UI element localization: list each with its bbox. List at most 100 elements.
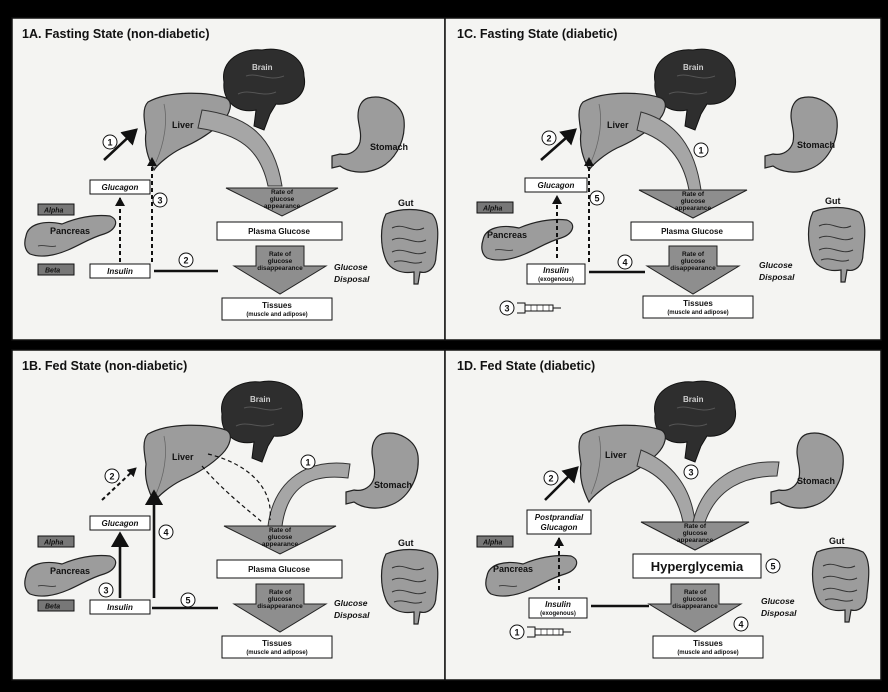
marker-3-text: 3 bbox=[688, 468, 693, 478]
disappearance-text-1: Rate of bbox=[684, 589, 707, 596]
marker-3-text: 3 bbox=[504, 304, 509, 314]
marker-4-text: 4 bbox=[738, 620, 743, 630]
appearance-text-3: appearance bbox=[675, 205, 712, 212]
insulin-sub-label: (exogenous) bbox=[540, 611, 576, 617]
alpha-label: Alpha bbox=[482, 540, 503, 547]
glucose-disposal-label-1: Glucose bbox=[759, 260, 793, 270]
panel-title: 1C. Fasting State (diabetic) bbox=[457, 27, 617, 41]
panel-1A: 1A. Fasting State (non-diabetic) Brain L… bbox=[12, 18, 445, 340]
marker-4-text: 4 bbox=[622, 258, 627, 268]
insulin-sub-label: (exogenous) bbox=[538, 277, 574, 283]
appearance-text-2: glucose bbox=[270, 196, 295, 203]
beta-label: Beta bbox=[45, 268, 60, 275]
liver-label: Liver bbox=[172, 452, 194, 462]
disappearance-text-2: glucose bbox=[268, 596, 293, 603]
marker-2-text: 2 bbox=[548, 474, 553, 484]
tissues-sub-label: (muscle and adipose) bbox=[667, 310, 728, 316]
glucose-disposal-label-1: Glucose bbox=[334, 262, 368, 272]
insulin-label: Insulin bbox=[545, 600, 571, 609]
marker-4-text: 4 bbox=[163, 528, 168, 538]
marker-2-text: 2 bbox=[546, 134, 551, 144]
liver-label: Liver bbox=[607, 120, 629, 130]
pancreas-label: Pancreas bbox=[50, 566, 90, 576]
glucagon-label: Glucagon bbox=[538, 181, 575, 190]
brain-label: Brain bbox=[252, 63, 273, 72]
disappearance-text-2: glucose bbox=[268, 258, 293, 265]
appearance-text-2: glucose bbox=[268, 534, 293, 541]
appearance-text-1: Rate of bbox=[684, 523, 707, 530]
marker-5-text: 5 bbox=[770, 562, 775, 572]
disappearance-text-1: Rate of bbox=[269, 589, 292, 596]
marker-3-text: 3 bbox=[157, 196, 162, 206]
marker-5-text: 5 bbox=[185, 596, 190, 606]
glucose-disposal-label-1: Glucose bbox=[334, 598, 368, 608]
appearance-text-2: glucose bbox=[683, 530, 708, 537]
marker-2-text: 2 bbox=[109, 472, 114, 482]
tissues-label: Tissues bbox=[693, 639, 723, 648]
marker-3-text: 3 bbox=[103, 586, 108, 596]
alpha-label: Alpha bbox=[482, 206, 503, 213]
disappearance-text-3: disappearance bbox=[257, 265, 303, 272]
marker-5-text: 5 bbox=[594, 194, 599, 204]
appearance-text-1: Rate of bbox=[682, 191, 705, 198]
plasma-glucose-label: Plasma Glucose bbox=[248, 227, 310, 236]
marker-1-text: 1 bbox=[514, 628, 519, 638]
panel-1D: 1D. Fed State (diabetic) Brain Liver Sto… bbox=[445, 350, 881, 680]
marker-2-text: 2 bbox=[183, 256, 188, 266]
brain-label: Brain bbox=[683, 63, 704, 72]
appearance-text-3: appearance bbox=[264, 203, 301, 210]
panel-title: 1D. Fed State (diabetic) bbox=[457, 359, 595, 373]
disappearance-text-1: Rate of bbox=[682, 251, 705, 258]
glucagon-label: Glucagon bbox=[541, 523, 578, 532]
insulin-label: Insulin bbox=[543, 266, 569, 275]
glucose-disposal-label-1: Glucose bbox=[761, 596, 795, 606]
liver-label: Liver bbox=[172, 120, 194, 130]
appearance-text-2: glucose bbox=[681, 198, 706, 205]
panel-title: 1A. Fasting State (non-diabetic) bbox=[22, 27, 210, 41]
appearance-text-1: Rate of bbox=[271, 189, 294, 196]
panel-1C: 1C. Fasting State (diabetic) Brain Liver… bbox=[445, 18, 881, 340]
stomach-label: Stomach bbox=[370, 142, 408, 152]
glucagon-label: Glucagon bbox=[102, 183, 139, 192]
glucagon-label: Glucagon bbox=[102, 519, 139, 528]
appearance-text-3: appearance bbox=[677, 537, 714, 544]
brain-label: Brain bbox=[250, 395, 271, 404]
disappearance-text-2: glucose bbox=[681, 258, 706, 265]
alpha-label: Alpha bbox=[43, 208, 64, 215]
insulin-label: Insulin bbox=[107, 603, 133, 612]
glucose-disposal-label-2: Disposal bbox=[761, 608, 797, 618]
panel-title: 1B. Fed State (non-diabetic) bbox=[22, 359, 187, 373]
plasma-glucose-label: Plasma Glucose bbox=[248, 565, 310, 574]
gut-label: Gut bbox=[398, 538, 414, 548]
gut-label: Gut bbox=[825, 196, 841, 206]
hyperglycemia-label: Hyperglycemia bbox=[651, 559, 744, 574]
brain-label: Brain bbox=[683, 395, 704, 404]
disappearance-text-1: Rate of bbox=[269, 251, 292, 258]
marker-1-text: 1 bbox=[305, 458, 310, 468]
tissues-sub-label: (muscle and adipose) bbox=[677, 650, 738, 656]
stomach-label: Stomach bbox=[797, 140, 835, 150]
beta-label: Beta bbox=[45, 604, 60, 611]
glucose-disposal-label-2: Disposal bbox=[334, 274, 370, 284]
stomach-label: Stomach bbox=[797, 476, 835, 486]
tissues-label: Tissues bbox=[262, 301, 292, 310]
marker-1-text: 1 bbox=[107, 138, 112, 148]
gut-label: Gut bbox=[398, 198, 414, 208]
tissues-label: Tissues bbox=[262, 639, 292, 648]
tissues-sub-label: (muscle and adipose) bbox=[246, 312, 307, 318]
tissues-label: Tissues bbox=[683, 299, 713, 308]
glucose-disposal-label-2: Disposal bbox=[759, 272, 795, 282]
panel-1B: 1B. Fed State (non-diabetic) Brain Liver… bbox=[12, 350, 445, 680]
glucagon-pre-label: Postprandial bbox=[535, 513, 584, 522]
glucose-disposal-label-2: Disposal bbox=[334, 610, 370, 620]
appearance-text-1: Rate of bbox=[269, 527, 292, 534]
disappearance-text-2: glucose bbox=[683, 596, 708, 603]
disappearance-text-3: disappearance bbox=[257, 603, 303, 610]
plasma-glucose-label: Plasma Glucose bbox=[661, 227, 723, 236]
gut-label: Gut bbox=[829, 536, 845, 546]
stomach-label: Stomach bbox=[374, 480, 412, 490]
appearance-text-3: appearance bbox=[262, 541, 299, 548]
liver-label: Liver bbox=[605, 450, 627, 460]
disappearance-text-3: disappearance bbox=[672, 603, 718, 610]
